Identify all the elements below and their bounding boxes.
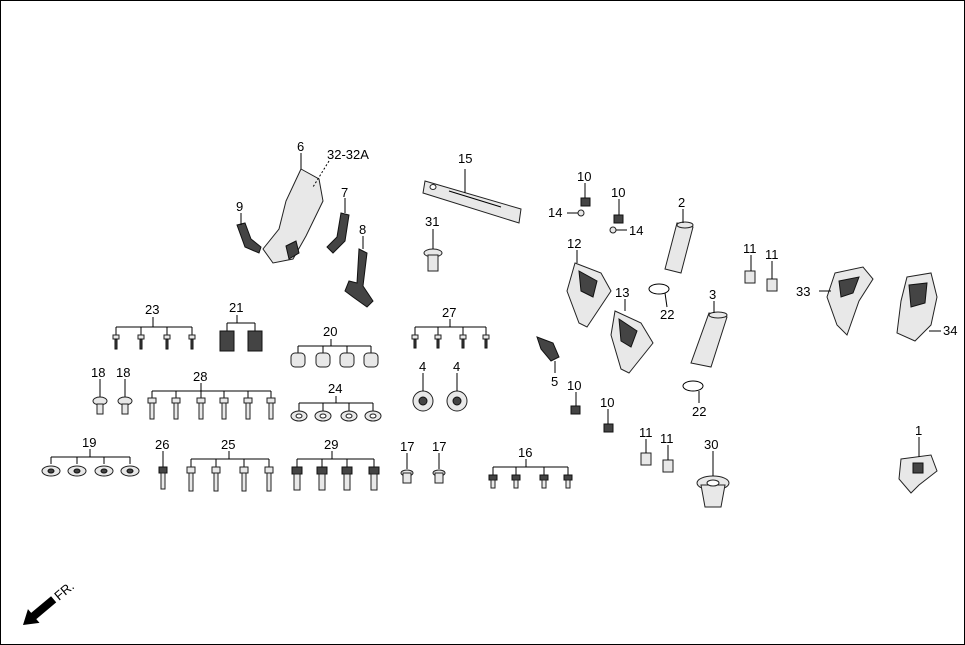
part-4-grommet-a bbox=[412, 373, 434, 412]
part-16-screws bbox=[488, 459, 573, 489]
callout-10b: 10 bbox=[611, 185, 625, 200]
callout-12: 12 bbox=[567, 236, 581, 251]
part-10-nut-d bbox=[603, 409, 614, 433]
part-6-bracket bbox=[262, 153, 330, 264]
part-12-panel bbox=[566, 250, 612, 328]
callout-14a: 14 bbox=[548, 205, 562, 220]
part-21-clips bbox=[219, 315, 263, 352]
part-11-grommet-a bbox=[744, 255, 756, 284]
part-8-stay bbox=[344, 236, 374, 308]
part-1-bracket bbox=[898, 437, 938, 494]
part-15-plate bbox=[422, 169, 522, 224]
callout-4a: 4 bbox=[419, 359, 426, 374]
part-10-nut-a bbox=[580, 183, 591, 207]
part-17-collar-b bbox=[432, 453, 446, 484]
callout-8: 8 bbox=[359, 222, 366, 237]
part-25-bolts bbox=[186, 451, 274, 492]
callout-4b: 4 bbox=[453, 359, 460, 374]
part-7-stay bbox=[326, 198, 350, 254]
callout-3: 3 bbox=[709, 287, 716, 302]
callout-7: 7 bbox=[341, 185, 348, 200]
part-28-bolts bbox=[147, 383, 276, 420]
callout-16: 16 bbox=[518, 445, 532, 460]
callout-19: 19 bbox=[82, 435, 96, 450]
callout-17a: 17 bbox=[400, 439, 414, 454]
callout-20: 20 bbox=[323, 324, 337, 339]
callout-25: 25 bbox=[221, 437, 235, 452]
part-31-clip bbox=[423, 229, 443, 272]
callout-34: 34 bbox=[943, 323, 957, 338]
callout-18b: 18 bbox=[116, 365, 130, 380]
part-10-nut-c bbox=[570, 392, 581, 415]
part-29-bolts bbox=[291, 451, 380, 491]
part-17-collar-a bbox=[400, 453, 414, 484]
callout-22b: 22 bbox=[692, 404, 706, 419]
part-22-ring-b bbox=[682, 380, 704, 403]
callout-11c: 11 bbox=[639, 425, 653, 440]
callout-14b: 14 bbox=[629, 223, 643, 238]
callout-27: 27 bbox=[442, 305, 456, 320]
part-30-grommet bbox=[696, 451, 730, 508]
part-34-cover bbox=[896, 272, 941, 342]
part-27-bolts bbox=[411, 319, 490, 349]
part-9-bracket bbox=[236, 213, 262, 254]
callout-1: 1 bbox=[915, 423, 922, 438]
part-18-bolt-b bbox=[117, 379, 133, 415]
part-14-screw-b bbox=[609, 226, 627, 234]
callout-11b: 11 bbox=[765, 247, 779, 262]
part-23-bolts bbox=[112, 317, 196, 350]
callout-21: 21 bbox=[229, 300, 243, 315]
callout-28: 28 bbox=[193, 369, 207, 384]
callout-30: 30 bbox=[704, 437, 718, 452]
callout-11d: 11 bbox=[660, 431, 674, 446]
callout-5: 5 bbox=[551, 374, 558, 389]
part-13-panel bbox=[610, 299, 654, 374]
part-10-nut-b bbox=[613, 199, 624, 224]
callout-11a: 11 bbox=[743, 241, 757, 256]
callout-9: 9 bbox=[236, 199, 243, 214]
part-33-cover bbox=[819, 266, 874, 336]
callout-24: 24 bbox=[328, 381, 342, 396]
callout-22a: 22 bbox=[660, 307, 674, 322]
part-14-screw-a bbox=[567, 209, 585, 217]
part-2-tube bbox=[664, 209, 694, 274]
part-26-bolt bbox=[158, 451, 168, 490]
part-22-ring-a bbox=[648, 283, 670, 308]
part-18-bolt-a bbox=[92, 379, 108, 415]
part-4-grommet-b bbox=[446, 373, 468, 412]
part-11-grommet-b bbox=[766, 261, 778, 292]
part-3-tube bbox=[690, 301, 728, 368]
part-5-stay bbox=[536, 336, 560, 373]
direction-label: FR. bbox=[51, 578, 77, 603]
part-11-grommet-c bbox=[640, 439, 652, 466]
callout-6: 6 bbox=[297, 139, 304, 154]
part-19-nuts bbox=[41, 449, 140, 477]
callout-26: 26 bbox=[155, 437, 169, 452]
part-11-grommet-d bbox=[662, 445, 674, 473]
callout-15: 15 bbox=[458, 151, 472, 166]
callout-10d: 10 bbox=[600, 395, 614, 410]
callout-18a: 18 bbox=[91, 365, 105, 380]
callout-23: 23 bbox=[145, 302, 159, 317]
part-20-collars bbox=[290, 339, 379, 368]
callout-10c: 10 bbox=[567, 378, 581, 393]
callout-29: 29 bbox=[324, 437, 338, 452]
callout-32: 32-32A bbox=[327, 147, 369, 162]
front-arrow-icon bbox=[23, 596, 57, 625]
callout-33: 33 bbox=[796, 284, 810, 299]
callout-10a: 10 bbox=[577, 169, 591, 184]
callout-17b: 17 bbox=[432, 439, 446, 454]
callout-13: 13 bbox=[615, 285, 629, 300]
callout-31: 31 bbox=[425, 214, 439, 229]
callout-2: 2 bbox=[678, 195, 685, 210]
part-24-washers bbox=[290, 396, 382, 422]
